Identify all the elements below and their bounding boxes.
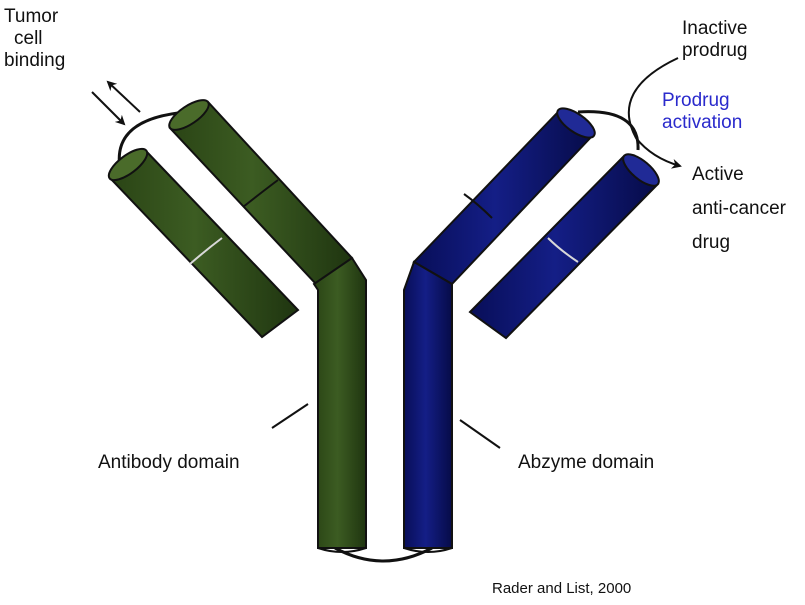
antibody-stem [312, 256, 367, 553]
citation-label: Rader and List, 2000 [492, 580, 632, 597]
inactive-label-line1: Inactive [682, 18, 748, 39]
abzyme-arm-loop [577, 110, 640, 151]
tumor-label-line1: Tumor [4, 6, 59, 27]
abzyme-domain-leader [459, 419, 501, 449]
active-drug-label: Active anti-cancer drug [692, 158, 786, 260]
hinge-loop [334, 546, 433, 563]
activation-label-line2: activation [662, 112, 743, 133]
antibody-domain-label: Antibody domain [98, 452, 240, 473]
tumor-binding-label: Tumor cell binding [4, 6, 65, 72]
double-arrow-icon [91, 80, 141, 126]
inactive-prodrug-label: Inactive prodrug [682, 18, 748, 62]
tumor-label-line3: binding [4, 50, 66, 71]
prodrug-activation-label: Prodrug activation [662, 90, 742, 134]
active-label-line2: anti-cancer [692, 198, 786, 219]
abzyme-domain-label: Abzyme domain [518, 452, 655, 473]
active-label-line3: drug [692, 232, 731, 253]
tumor-label-line2: cell [14, 28, 43, 49]
activation-label-line1: Prodrug [662, 90, 730, 111]
inactive-label-line2: prodrug [682, 40, 748, 61]
abzyme-stem [403, 260, 453, 553]
active-label-line1: Active [692, 164, 744, 185]
abzyme-light-chain [468, 153, 660, 340]
antibody-domain-leader [271, 403, 309, 429]
antibody-light-chain [107, 147, 300, 339]
antibody-arm-loop [117, 110, 189, 169]
curved-arrow-icon [627, 57, 682, 169]
abzyme-heavy-chain-arm [412, 107, 596, 286]
